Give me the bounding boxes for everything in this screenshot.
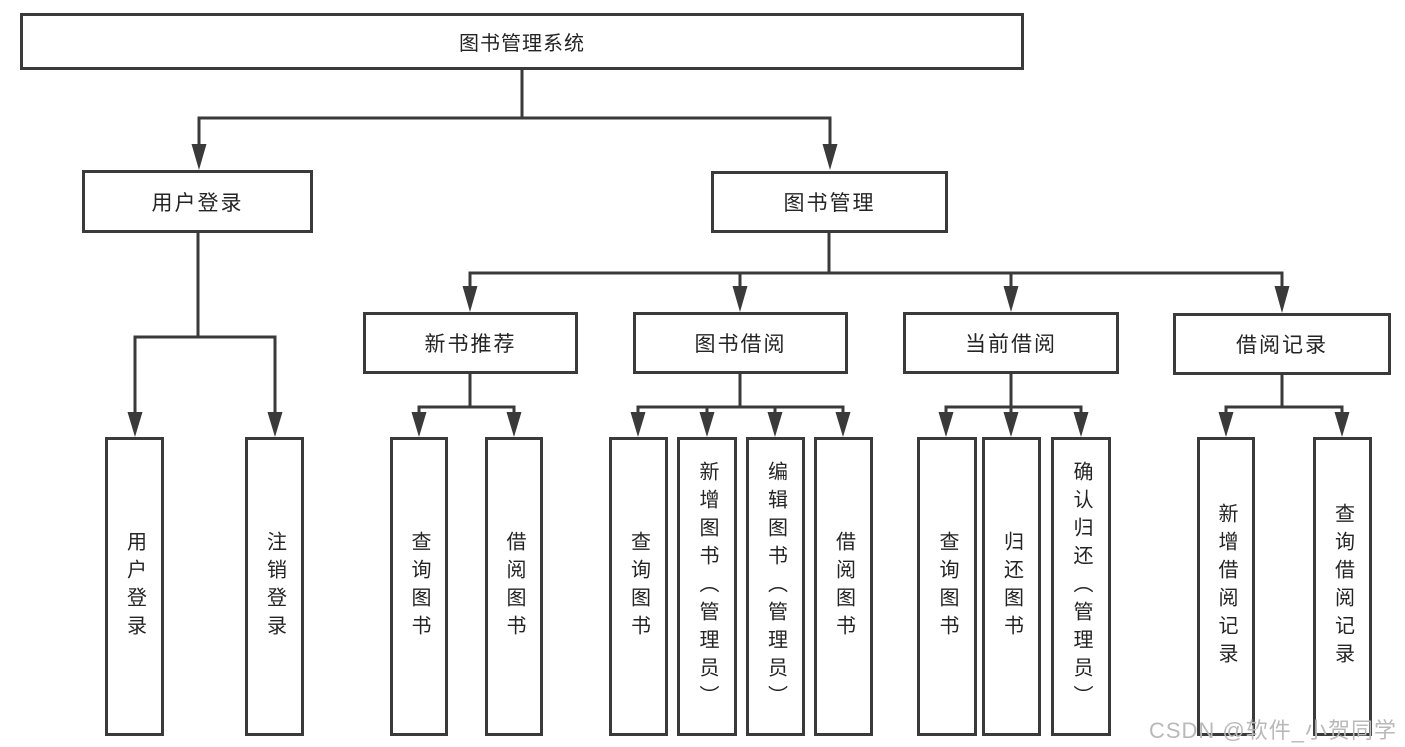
leaf-borrow-book-recommend: 借阅图书 — [485, 437, 543, 736]
node-label: 注销登录 — [263, 530, 286, 643]
leaf-add-borrow-record: 新增借阅记录 — [1197, 437, 1255, 736]
node-label: 查询图书 — [408, 530, 430, 643]
node-label: 借阅记录 — [1236, 334, 1328, 357]
connector-book-mgmt-to-level3 — [462, 233, 1290, 313]
node-label: 新增图书（管理员） — [696, 460, 718, 713]
node-label: 用户登录 — [151, 191, 244, 215]
node-label: 确认归还（管理员） — [1070, 460, 1092, 713]
connector-current-borrow-to-leaves — [938, 374, 1089, 437]
leaf-query-book-borrow: 查询图书 — [609, 437, 668, 736]
leaf-edit-book-admin: 编辑图书（管理员） — [746, 437, 805, 736]
node-label: 借阅图书 — [503, 530, 525, 643]
leaf-confirm-return-admin: 确认归还（管理员） — [1051, 437, 1111, 736]
node-label: 归还图书 — [1000, 530, 1023, 643]
node-label: 图书管理 — [783, 192, 876, 215]
node-book-borrow: 图书借阅 — [633, 312, 848, 374]
connector-new-book-rec-to-leaves — [411, 374, 522, 437]
leaf-user-login: 用户登录 — [105, 437, 164, 736]
node-label: 查询借阅记录 — [1331, 502, 1354, 671]
node-label: 新增借阅记录 — [1215, 502, 1237, 671]
leaf-query-book-current: 查询图书 — [917, 437, 977, 736]
leaf-borrow-book: 借阅图书 — [814, 437, 873, 736]
node-borrow-record: 借阅记录 — [1173, 313, 1391, 375]
leaf-return-book: 归还图书 — [982, 437, 1041, 736]
node-label: 编辑图书（管理员） — [764, 460, 787, 713]
node-label: 图书借阅 — [694, 333, 787, 356]
node-label: 用户登录 — [123, 530, 146, 643]
leaf-logout: 注销登录 — [245, 437, 304, 736]
connector-user-login-to-leaves — [127, 233, 283, 437]
csdn-watermark: CSDN @软件_小贺同学 — [1148, 718, 1397, 743]
node-root-library-system: 图书管理系统 — [20, 13, 1024, 70]
leaf-query-borrow-record: 查询借阅记录 — [1313, 437, 1372, 736]
node-current-borrow: 当前借阅 — [903, 312, 1119, 374]
connector-root-to-level2 — [191, 70, 838, 170]
node-label: 新书推荐 — [424, 333, 517, 356]
node-book-management: 图书管理 — [711, 171, 948, 233]
leaf-query-book-recommend: 查询图书 — [390, 437, 448, 736]
connector-book-borrow-to-leaves — [630, 374, 851, 437]
node-new-book-recommend: 新书推荐 — [363, 312, 578, 374]
node-label: 当前借阅 — [965, 333, 1057, 356]
connector-borrow-record-to-leaves — [1218, 375, 1350, 437]
node-label: 查询图书 — [627, 530, 650, 643]
leaf-add-book-admin: 新增图书（管理员） — [677, 437, 737, 736]
node-label: 图书管理系统 — [459, 33, 585, 55]
node-user-login: 用户登录 — [82, 170, 313, 233]
node-label: 借阅图书 — [832, 530, 855, 643]
node-label: 查询图书 — [936, 530, 958, 643]
